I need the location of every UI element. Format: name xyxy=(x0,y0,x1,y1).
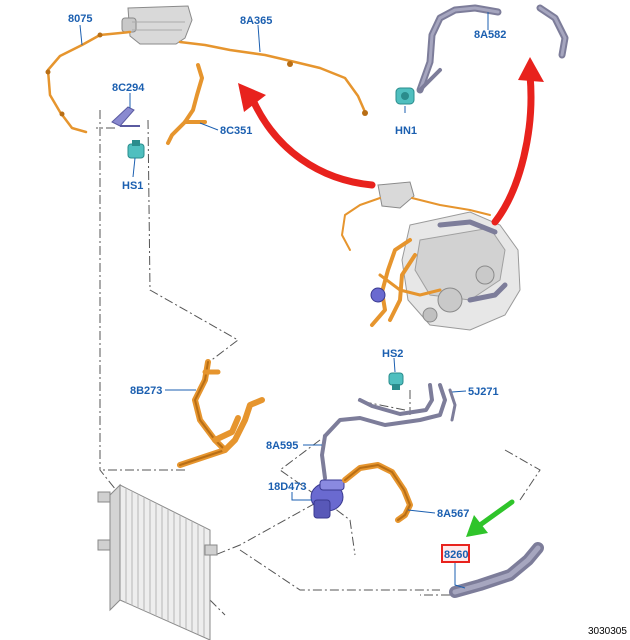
label-8B273: 8B273 xyxy=(130,385,162,397)
hose-5J271 xyxy=(323,383,457,438)
red-arrow-left xyxy=(238,83,376,189)
highlight-box-8260 xyxy=(441,544,470,563)
hose-8A595 xyxy=(320,434,327,480)
engine-assembly xyxy=(341,181,521,331)
reference-number: 3030305 xyxy=(588,626,627,637)
hose-8075 xyxy=(45,30,132,134)
hose-8260 xyxy=(449,542,544,598)
label-8A365: 8A365 xyxy=(240,15,272,27)
label-18D473: 18D473 xyxy=(268,481,307,493)
label-8260: 8260 xyxy=(444,549,468,561)
green-arrow xyxy=(466,499,515,537)
hose-8A567 xyxy=(342,462,413,523)
label-8075: 8075 xyxy=(68,13,92,25)
label-8A567: 8A567 xyxy=(437,508,469,520)
pump-18D473 xyxy=(310,479,345,519)
hose-8B273 xyxy=(177,359,265,468)
red-arrow-right xyxy=(491,57,544,226)
label-HS1: HS1 xyxy=(122,180,143,192)
part-labels: 8075 8A365 8A582 8C294 HN1 8C351 HS1 HS2… xyxy=(68,13,506,561)
leader-lines xyxy=(79,12,489,589)
clip-HS1 xyxy=(127,140,145,159)
label-5J271: 5J271 xyxy=(468,386,499,398)
label-8C351: 8C351 xyxy=(220,125,252,137)
radiator-fins xyxy=(125,488,205,637)
hose-8A582 xyxy=(416,4,569,94)
label-HS2: HS2 xyxy=(382,348,403,360)
label-8A582: 8A582 xyxy=(474,29,506,41)
hose-8C351 xyxy=(166,63,207,145)
bracket-8C294 xyxy=(111,106,140,127)
label-8A595: 8A595 xyxy=(266,440,298,452)
radiator xyxy=(97,483,218,640)
clip-HS2 xyxy=(388,372,404,390)
label-8C294: 8C294 xyxy=(112,82,145,94)
hose-8A365 xyxy=(178,40,368,116)
label-HN1: HN1 xyxy=(395,125,417,137)
coolant-reservoir xyxy=(121,5,193,45)
clip-HN1 xyxy=(395,87,415,105)
